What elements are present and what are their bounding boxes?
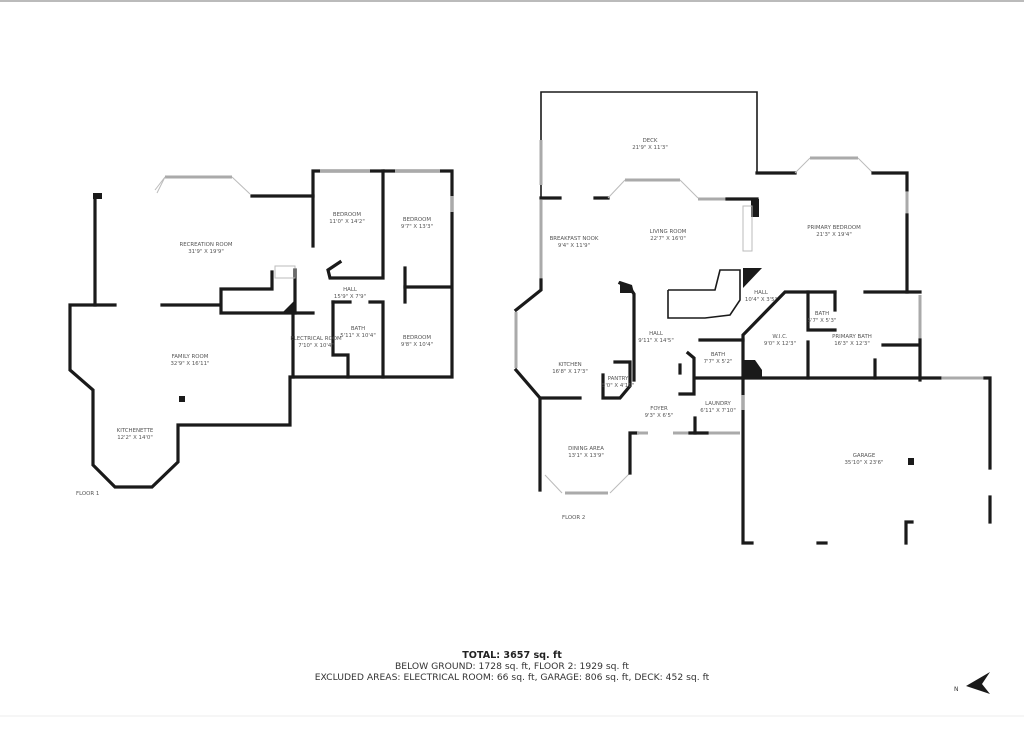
room-dims: 9'0" X 12'3": [764, 341, 796, 347]
room-label: LIVING ROOM: [650, 229, 687, 235]
room-label: BEDROOM: [333, 212, 361, 218]
room-label: W.I.C.: [772, 334, 787, 340]
room-dims: 9'8" X 10'4": [401, 342, 433, 348]
room-label: BATH: [711, 352, 725, 358]
room-dims: 5'0" X 4'11": [602, 383, 634, 389]
room-dims: 7'7" X 5'2": [704, 359, 733, 365]
room-dims: 32'9" X 16'11": [170, 361, 209, 367]
total-area: TOTAL: 3657 sq. ft: [462, 650, 562, 661]
room-dims: 21'9" X 11'3": [632, 145, 668, 151]
room-label: LAUNDRY: [705, 401, 731, 407]
floor-1-plan: RECREATION ROOM 31'9" X 19'9" BEDROOM 11…: [68, 169, 454, 497]
room-label: RECREATION ROOM: [179, 242, 232, 248]
room-dims: 31'9" X 19'9": [188, 249, 224, 255]
room-dims: 15'9" X 7'9": [334, 294, 366, 300]
floor-label: FLOOR 2: [562, 515, 585, 521]
room-dims: 13'1" X 13'9": [568, 453, 604, 459]
room-dims: 7'10" X 10'4": [298, 343, 334, 349]
room-dims: 10'4" X 3'5": [745, 297, 777, 303]
excluded-areas: EXCLUDED AREAS: ELECTRICAL ROOM: 66 sq. …: [314, 672, 710, 683]
room-label: KITCHENETTE: [117, 428, 154, 434]
room-label: FAMILY ROOM: [172, 354, 209, 360]
room-label: ELECTRICAL ROOM: [290, 336, 342, 342]
floor-label: FLOOR 1: [76, 491, 99, 497]
room-label: BREAKFAST NOOK: [550, 236, 599, 242]
room-label: PRIMARY BATH: [832, 334, 872, 340]
room-dims: 9'3" X 6'5": [645, 413, 674, 419]
floor-2-plan: DECK 21'9" X 11'3" BREAKFAST NOOK 9'4" X…: [513, 91, 992, 545]
room-dims: 9'7" X 13'3": [401, 224, 433, 230]
area-summary: TOTAL: 3657 sq. ft BELOW GROUND: 1728 sq…: [0, 650, 1024, 683]
room-label: DECK: [643, 138, 658, 144]
room-label: HALL: [343, 287, 357, 293]
room-dims: 16'8" X 17'3": [552, 369, 588, 375]
compass-letter: N: [954, 686, 959, 693]
room-dims: 22'7" X 16'0": [650, 236, 686, 242]
room-label: DINING AREA: [568, 446, 604, 452]
room-label: BEDROOM: [403, 335, 431, 341]
room-label: HALL: [754, 290, 768, 296]
north-arrow-icon: N: [954, 672, 990, 694]
room-label: GARAGE: [853, 453, 876, 459]
room-dims: 9'11" X 14'5": [638, 338, 674, 344]
room-label: PRIMARY BEDROOM: [807, 225, 861, 231]
room-dims: 6'11" X 7'10": [700, 408, 736, 414]
room-dims: 5'11" X 10'4": [340, 333, 376, 339]
room-label: BATH: [815, 311, 829, 317]
room-dims: 35'10" X 23'6": [844, 460, 883, 466]
room-dims: 9'4" X 11'9": [558, 243, 590, 249]
room-label: BEDROOM: [403, 217, 431, 223]
room-dims: 16'3" X 12'3": [834, 341, 870, 347]
room-label: FOYER: [650, 406, 668, 412]
room-dims: 12'2" X 14'0": [117, 435, 153, 441]
area-breakdown: BELOW GROUND: 1728 sq. ft, FLOOR 2: 1929…: [395, 661, 629, 672]
room-label: PANTRY: [608, 376, 629, 382]
room-dims: 21'3" X 19'4": [816, 232, 852, 238]
room-label: BATH: [351, 326, 365, 332]
room-label: KITCHEN: [558, 362, 581, 368]
room-label: HALL: [649, 331, 663, 337]
room-dims: 11'0" X 14'2": [329, 219, 365, 225]
room-dims: 5'7" X 5'3": [808, 318, 837, 324]
